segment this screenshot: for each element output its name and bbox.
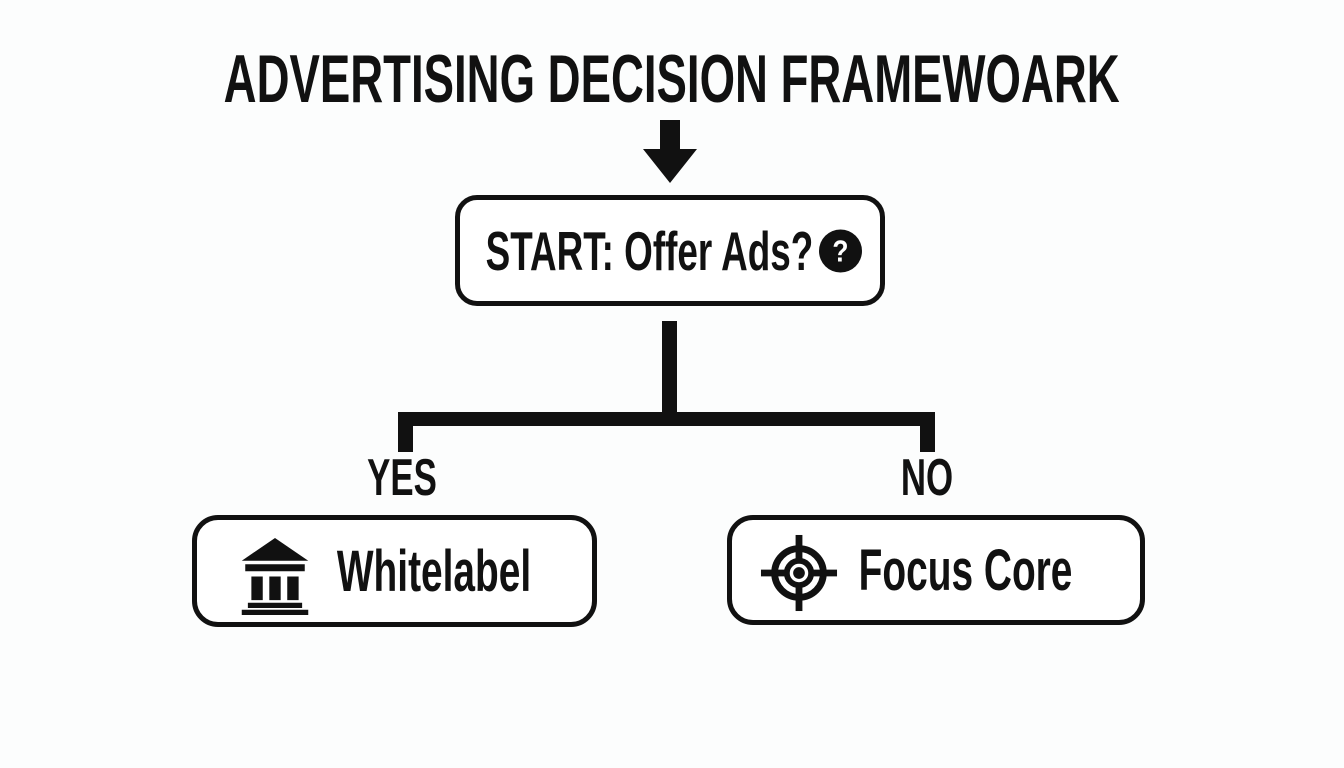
whitelabel-label: Whitelabel bbox=[337, 538, 532, 604]
connector-no-stub bbox=[920, 412, 935, 452]
question-glyph: ? bbox=[832, 233, 849, 268]
target-icon bbox=[760, 534, 838, 612]
focus-core-label: Focus Core bbox=[859, 537, 1073, 603]
no-branch-label: NO bbox=[847, 452, 1007, 504]
question-circle-icon: ? bbox=[819, 229, 862, 272]
start-node-label-region: START: Offer Ads? bbox=[485, 200, 813, 301]
whitelabel-label-region: Whitelabel bbox=[327, 520, 542, 622]
yes-branch-label-text: YES bbox=[367, 449, 437, 507]
connector-vertical-line bbox=[662, 321, 677, 416]
connector-yes-stub bbox=[398, 412, 413, 452]
connector-horizontal-line bbox=[398, 412, 935, 426]
bank-icon bbox=[240, 538, 310, 615]
diagram-title: ADVERTISING DECISION FRAMEWOARK bbox=[0, 41, 1344, 117]
start-node: START: Offer Ads? ? bbox=[455, 195, 885, 306]
no-branch-label-text: NO bbox=[900, 449, 954, 507]
diagram-title-text: ADVERTISING DECISION FRAMEWOARK bbox=[223, 41, 1121, 117]
whitelabel-node: Whitelabel bbox=[192, 515, 597, 627]
down-arrow-icon bbox=[642, 120, 698, 183]
start-node-label: START: Offer Ads? bbox=[485, 219, 813, 282]
yes-branch-label: YES bbox=[322, 452, 482, 504]
focus-core-label-region: Focus Core bbox=[852, 520, 1080, 620]
focus-core-node: Focus Core bbox=[727, 515, 1145, 625]
